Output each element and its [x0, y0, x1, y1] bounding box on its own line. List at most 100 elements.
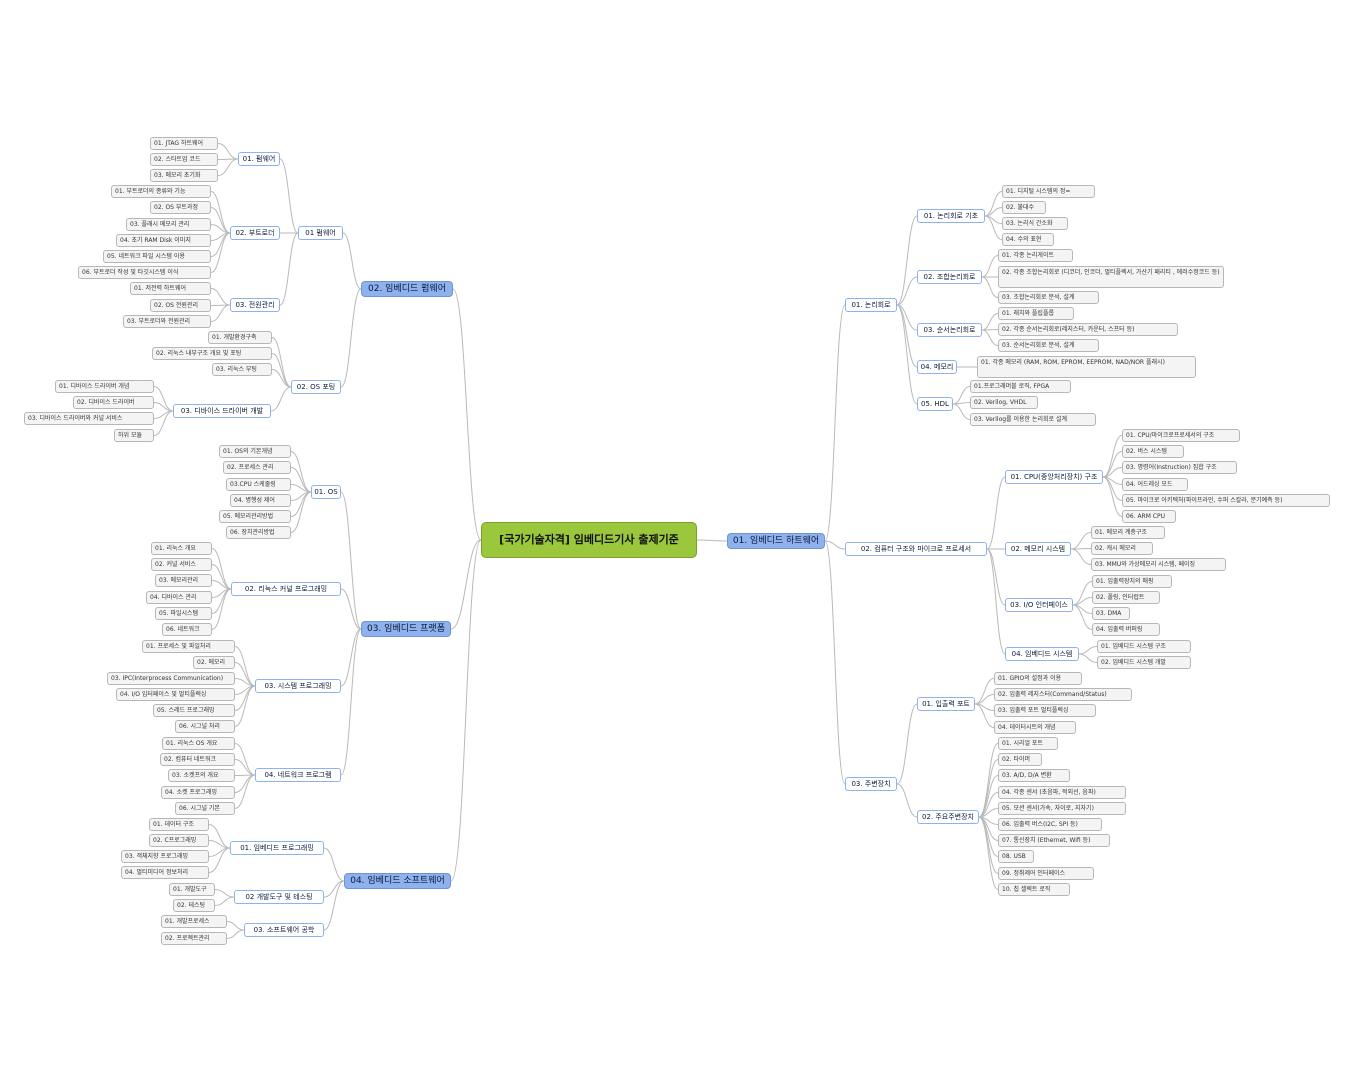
leaf-linux-boot[interactable]: 03. 리눅스 부팅: [212, 363, 272, 376]
leaf-ipc[interactable]: 03. IPC(Interprocess Communication): [107, 672, 235, 685]
sub-os-porting[interactable]: 02. OS 포팅: [291, 380, 341, 394]
memory[interactable]: 04. 메모리: [917, 360, 957, 374]
leaf-verilog-design[interactable]: 03. Verilog를 이용한 논리회로 설계: [970, 413, 1096, 426]
sub-peripherals[interactable]: 03. 주변장치: [845, 777, 897, 791]
leaf-arm-cpu[interactable]: 06. ARM CPU: [1122, 510, 1176, 523]
leaf-control-interface[interactable]: 09. 정취제어 인터페이스: [998, 867, 1094, 880]
leaf-bootloader-porting[interactable]: 06. 부트로더 작성 및 타깃시스템 이식: [78, 266, 211, 279]
leaf-oop[interactable]: 03. 객체지향 프로그래밍: [121, 850, 209, 863]
leaf-driver-kernel-service[interactable]: 03. 디바이스 드라이버와 커널 서비스: [24, 412, 154, 425]
leaf-socket-overview[interactable]: 03. 소켓프의 개요: [168, 769, 235, 782]
sub-system-programming[interactable]: 03. 시스템 프로그래밍: [255, 679, 341, 693]
leaf-bootloader-power[interactable]: 03. 부트로더와 전원관리: [123, 315, 211, 328]
leaf-testing[interactable]: 02. 테스팅: [173, 899, 215, 912]
leaf-logic-simplification[interactable]: 03. 논리식 간소화: [1002, 217, 1068, 230]
leaf-network[interactable]: 06. 네트워크: [162, 623, 212, 636]
sub-linux-kernel-programming[interactable]: 02. 리눅스 커널 프로그래밍: [231, 582, 341, 596]
leaf-startup-code[interactable]: 02. 스타트업 코드: [150, 153, 218, 166]
leaf-memory[interactable]: 02. 메모리: [193, 656, 235, 669]
leaf-motion-sensor[interactable]: 05. 모션 센서(가속, 자이로, 지자기): [998, 802, 1126, 815]
leaf-socket-programming[interactable]: 04. 소켓 프로그래밍: [161, 786, 235, 799]
power-management-node[interactable]: 03. 전원관리: [230, 298, 280, 312]
leaf-sequential-circuits[interactable]: 02. 각종 순서논리회로(레지스터, 카운터, 스프터 등): [998, 323, 1178, 336]
leaf-number-representation[interactable]: 04. 수의 표현: [1002, 233, 1054, 246]
firmware-node[interactable]: 01. 펌웨어: [238, 152, 280, 166]
leaf-cpu-scheduling[interactable]: 03.CPU 스케줄링: [226, 478, 291, 491]
leaf-signal-handling[interactable]: 06. 시그널 처리: [175, 720, 235, 733]
leaf-c-programming[interactable]: 02. C프로그래밍: [149, 834, 209, 847]
leaf-os-concepts[interactable]: 01. OS의 기본개념: [219, 445, 291, 458]
root-topic[interactable]: [국가기술자격] 임베디드기사 출제기준: [481, 522, 697, 558]
leaf-device-driver[interactable]: 02. 디바이스 드라이버: [73, 396, 154, 409]
leaf-os-power[interactable]: 02. OS 전원관리: [150, 299, 211, 312]
logic-basics[interactable]: 01. 논리회로 기초: [917, 209, 985, 223]
leaf-linux-overview[interactable]: 01. 리눅스 개요: [151, 542, 212, 555]
leaf-process-file[interactable]: 01. 프로세스 및 파일처리: [142, 640, 235, 653]
leaf-mmu-virtual-memory[interactable]: 03. MMU와 가상메모리 시스템, 페이징: [1091, 558, 1226, 571]
leaf-bootloader-types[interactable]: 01. 부트로더의 종류와 기능: [111, 185, 211, 198]
leaf-comm-devices[interactable]: 07. 통신장치 (Ethernet, Wifi 등): [998, 834, 1110, 847]
leaf-linux-os-overview[interactable]: 01. 리눅스 OS 개요: [162, 737, 235, 750]
leaf-gpio[interactable]: 01. GPIO의 설정과 이용: [994, 672, 1082, 685]
leaf-addressing-mode[interactable]: 04. 어드레싱 모드: [1122, 478, 1188, 491]
sub-dev-tools-testing[interactable]: 02 개발도구 및 테스팅: [234, 890, 324, 904]
leaf-memory-types[interactable]: 01. 각종 메모리 (RAM, ROM, EPROM, EEPROM, NAD…: [977, 356, 1196, 378]
leaf-device-management[interactable]: 06. 장치관리방법: [226, 526, 291, 539]
leaf-boolean-algebra[interactable]: 02. 불대수: [1002, 201, 1046, 214]
leaf-flash-management[interactable]: 03. 플래시 메모리 관리: [126, 218, 211, 231]
leaf-dma[interactable]: 03. DMA: [1092, 607, 1130, 620]
leaf-instruction-set[interactable]: 03. 명령어(Instruction) 집합 구조: [1122, 461, 1237, 474]
sub-network-program[interactable]: 04. 네트워크 프로그램: [255, 768, 341, 782]
leaf-combinational-design[interactable]: 03. 조합논리회로 분석, 설계: [998, 291, 1099, 304]
leaf-io-mapping[interactable]: 01. 입출력장치의 매핑: [1092, 575, 1172, 588]
leaf-embedded-structure[interactable]: 01. 임베디드 시스템 구조: [1097, 640, 1191, 653]
leaf-dev-environment[interactable]: 01. 개발환경구축: [208, 331, 272, 344]
cpu-structure[interactable]: 01. CPU(중앙처리장치) 구조: [1005, 470, 1103, 484]
leaf-programmable-logic[interactable]: 01.프로그래머블 로직, FPGA: [970, 380, 1071, 393]
io-interface[interactable]: 03. I/O 인터페이스: [1005, 598, 1073, 612]
leaf-combinational-circuits[interactable]: 02. 각종 조합논리회로 (디코더, 인코더, 멀티플렉서, 가산기 패리티 …: [998, 266, 1224, 288]
leaf-sub-module[interactable]: 하위 모듈: [114, 429, 154, 442]
leaf-linux-internals[interactable]: 02. 리눅스 내부구조 개요 및 포팅: [152, 347, 272, 360]
leaf-memory-hierarchy[interactable]: 01. 메모리 계층구조: [1091, 526, 1165, 539]
leaf-memory-management[interactable]: 05. 메모리관리방법: [219, 510, 291, 523]
sub-os[interactable]: 01. OS: [311, 485, 341, 499]
leaf-io-buffering[interactable]: 04. 입출력 버퍼링: [1092, 623, 1160, 636]
leaf-chip-select[interactable]: 10. 칩 셀렉트 로직: [998, 883, 1070, 896]
sub-software-engineering[interactable]: 03. 소프트웨어 공학: [244, 923, 324, 937]
branch-embedded-hardware[interactable]: 01. 임베디드 하트웨어: [727, 533, 825, 549]
leaf-cache-memory[interactable]: 02. 캐시 메모리: [1091, 542, 1153, 555]
sub-embedded-programming[interactable]: 01. 임베디드 프로그래밍: [230, 841, 324, 855]
leaf-io-multiplexing[interactable]: 04. I/O 입터페이스 및 멀티플렉싱: [116, 688, 235, 701]
leaf-ram-disk[interactable]: 04. 초기 RAM Disk 이미지: [116, 234, 211, 247]
leaf-io-register[interactable]: 02. 입출력 레지스터(Command/Status): [994, 688, 1132, 701]
leaf-timer[interactable]: 02. 타이머: [998, 753, 1042, 766]
leaf-io-bus[interactable]: 06. 입출력 버스(I2C, SPI 등): [998, 818, 1102, 831]
leaf-memory-mgmt[interactable]: 03. 메모리관리: [155, 574, 212, 587]
bootloader-node[interactable]: 02. 부트로더: [230, 226, 280, 240]
leaf-multimedia[interactable]: 04. 멀티미디어 정보처리: [121, 866, 209, 879]
branch-embedded-firmware[interactable]: 02. 임베디드 펌웨어: [361, 281, 453, 297]
hdl[interactable]: 05. HDL: [917, 397, 953, 411]
leaf-project-management[interactable]: 02. 프로젝트관리: [161, 932, 227, 945]
leaf-data-structure[interactable]: 01. 데이터 구조: [149, 818, 209, 831]
leaf-signal-basics[interactable]: 06. 시그널 기본: [175, 802, 235, 815]
leaf-sequential-design[interactable]: 03. 순서논리회로 분석, 설계: [998, 339, 1099, 352]
leaf-driver-concept[interactable]: 01. 디바이스 드라이버 개념: [55, 380, 154, 393]
leaf-logic-gates[interactable]: 01. 각종 논리게이트: [998, 249, 1073, 262]
leaf-bus-system[interactable]: 02. 버스 시스템: [1122, 445, 1184, 458]
main-peripherals[interactable]: 02. 주요주변장치: [917, 810, 979, 824]
leaf-latch-flipflop[interactable]: 01. 래치와 플립플롭: [998, 307, 1074, 320]
leaf-dev-tools[interactable]: 01. 개발도구: [169, 883, 215, 896]
leaf-serial-port[interactable]: 01. 시리얼 포트: [998, 737, 1058, 750]
sub-firmware[interactable]: 01 펌웨어: [298, 226, 343, 240]
leaf-polling-interrupt[interactable]: 02. 폴링, 인터럽트: [1092, 591, 1160, 604]
io-port[interactable]: 01. 입출력 포트: [917, 697, 975, 711]
leaf-memory-init[interactable]: 03. 메모리 초기화: [150, 169, 218, 182]
memory-system[interactable]: 02. 메모리 시스템: [1005, 542, 1071, 556]
leaf-io-port-multiplexing[interactable]: 03. 입출력 포트 멀티플렉싱: [994, 704, 1096, 717]
leaf-dev-process[interactable]: 01. 개발프로세스: [161, 915, 227, 928]
leaf-computer-network[interactable]: 02. 컴퓨터 네트워크: [160, 753, 235, 766]
leaf-nfs[interactable]: 05. 네트워크 파일 시스템 이용: [103, 250, 211, 263]
leaf-digital-system[interactable]: 01. 디지털 시스템의 정=: [1002, 185, 1095, 198]
